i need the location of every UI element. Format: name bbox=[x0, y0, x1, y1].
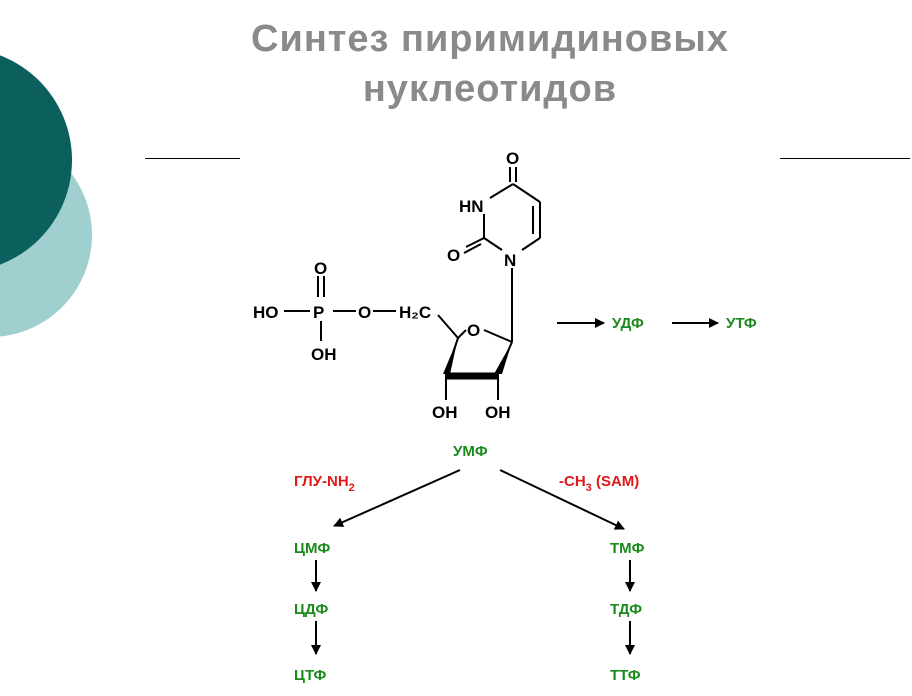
ribose-wedge-right bbox=[494, 342, 512, 374]
sam-post: (SAM) bbox=[592, 473, 640, 490]
phosphate-oh-label: OH bbox=[311, 345, 337, 364]
phosphate-bonds bbox=[284, 276, 396, 341]
glu-nh2-sub: 2 bbox=[349, 482, 355, 494]
oh-right-label: OH bbox=[485, 403, 511, 422]
uracil-bonds bbox=[463, 167, 541, 342]
pathway-arrows bbox=[311, 318, 719, 655]
ribose-o-label: O bbox=[467, 321, 480, 340]
slide-title: Синтез пиримидиновых нуклеотидов bbox=[160, 14, 820, 114]
dark-circle bbox=[0, 55, 72, 265]
phosphate-o-bridge-label: O bbox=[358, 303, 371, 322]
oh-left-label: OH bbox=[432, 403, 458, 422]
ttp-label: ТТФ bbox=[610, 667, 641, 684]
right-divider bbox=[780, 158, 910, 159]
tmp-label: ТМФ bbox=[610, 540, 645, 557]
phosphate-h2c-label: H₂C bbox=[399, 303, 431, 322]
left-divider bbox=[145, 158, 240, 159]
glu-nh2-reagent: ГЛУ-NH2 bbox=[294, 473, 355, 494]
ribose-wedge-left bbox=[443, 338, 458, 374]
o-left-label: O bbox=[447, 246, 460, 265]
tdp-label: ТДФ bbox=[610, 601, 642, 618]
cdp-label: ЦДФ bbox=[294, 601, 328, 618]
ch3-pre: -CH bbox=[559, 473, 586, 490]
phosphate-p-label: P bbox=[313, 303, 324, 322]
utp-label: УТФ bbox=[726, 315, 757, 332]
title-line-1: Синтез пиримидиновых bbox=[251, 18, 729, 60]
glu-nh2-main: ГЛУ-NH bbox=[294, 473, 349, 490]
title-line-2: нуклеотидов bbox=[362, 68, 618, 110]
ch3-sam-reagent: -CH3 (SAM) bbox=[559, 473, 639, 494]
cmp-label: ЦМФ bbox=[294, 540, 330, 557]
ctp-label: ЦТФ bbox=[294, 667, 327, 684]
ump-label: УМФ bbox=[453, 443, 488, 460]
phosphate-ho-label: HO bbox=[253, 303, 279, 322]
ch3-sub: 3 bbox=[586, 482, 592, 494]
hn-label: HN bbox=[459, 197, 484, 216]
udp-label: УДФ bbox=[612, 315, 644, 332]
phosphate-o-top-label: O bbox=[314, 259, 327, 278]
o-top-label: O bbox=[506, 149, 519, 168]
n-ring-label: N bbox=[504, 251, 516, 270]
